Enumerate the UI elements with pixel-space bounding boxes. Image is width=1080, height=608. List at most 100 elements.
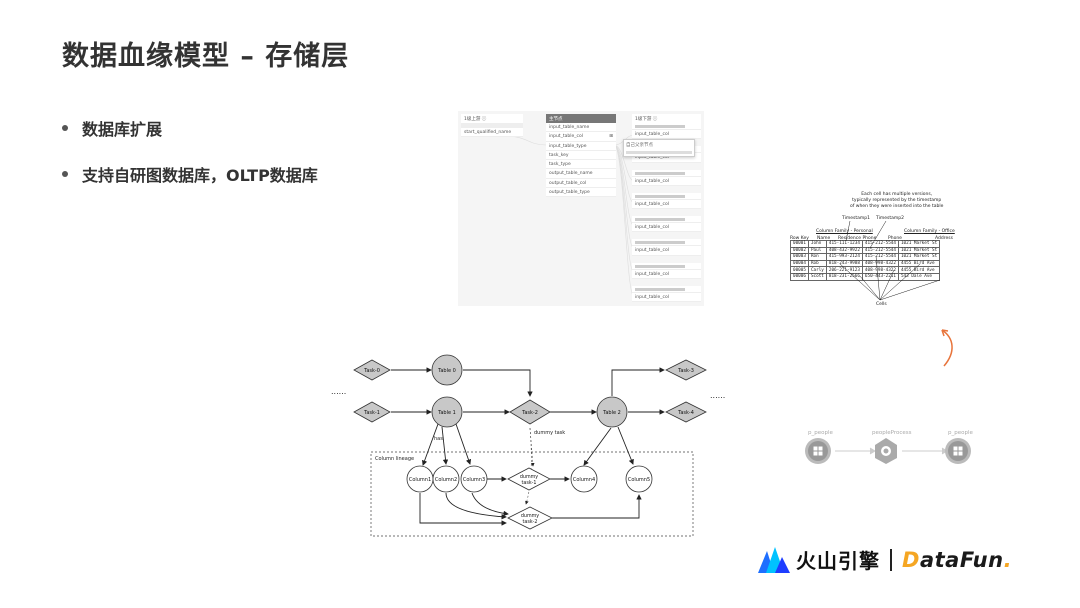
downstream-row[interactable]: input_table_col bbox=[632, 293, 701, 303]
hbase-data-model: Each cell has multiple versions, typical… bbox=[790, 190, 985, 310]
table-node[interactable] bbox=[431, 354, 463, 386]
task-node[interactable] bbox=[665, 359, 707, 381]
main-node-row[interactable]: input_table_col⊞ bbox=[546, 132, 616, 142]
footer-divider bbox=[890, 548, 892, 571]
column-label: Column3 bbox=[463, 477, 485, 483]
bullet-item: 支持自研图数据库，OLTP数据库 bbox=[62, 162, 318, 186]
upstream-column: 1级上游 ⓘ start_qualified_name bbox=[461, 114, 523, 138]
family2-label: Column Family - Office bbox=[904, 229, 955, 234]
table-node[interactable] bbox=[431, 396, 463, 428]
downstream-blur-row bbox=[632, 286, 701, 294]
downstream-row[interactable]: input_table_col bbox=[632, 269, 701, 280]
downstream-row[interactable]: input_table_col bbox=[632, 130, 701, 140]
task-node[interactable] bbox=[353, 401, 391, 423]
main-node-row[interactable]: output_table_col bbox=[546, 179, 616, 189]
downstream-blur-row bbox=[632, 216, 701, 224]
column-node[interactable] bbox=[625, 465, 653, 493]
downstream-blur-row bbox=[632, 169, 701, 177]
tooltip-text: 自己父亲节点 bbox=[626, 143, 653, 148]
main-node-row[interactable]: output_table_name bbox=[546, 169, 616, 179]
hbase-arrows bbox=[839, 220, 941, 301]
panel-connectors bbox=[503, 134, 635, 298]
task-label: Task-3 bbox=[677, 368, 694, 374]
cells-label: Cells bbox=[876, 302, 887, 307]
downstream-row[interactable]: input_table_col bbox=[632, 199, 701, 210]
datafun-dot: . bbox=[1003, 547, 1013, 572]
timestamp1-label: Timestamp1 bbox=[842, 216, 870, 221]
dummy-task-label: dummy task bbox=[534, 430, 565, 436]
graph-label: p_people bbox=[808, 430, 834, 436]
main-node-header: 主节点 bbox=[546, 114, 616, 123]
downstream-blur-row bbox=[632, 239, 701, 247]
footer-logos: 火山引擎 DataFun. bbox=[758, 545, 1012, 574]
bullet-text: 数据库扩展 bbox=[82, 120, 163, 139]
task-node[interactable] bbox=[665, 401, 707, 423]
main-node-row[interactable]: task_key bbox=[546, 151, 616, 161]
bullet-dot-icon bbox=[62, 171, 68, 177]
main-node-row[interactable]: output_table_type bbox=[546, 188, 616, 198]
task-label: Task-4 bbox=[677, 410, 694, 416]
volcengine-brand-text: 火山引擎 bbox=[796, 549, 880, 573]
copy-icon[interactable]: ⊞ bbox=[609, 134, 613, 140]
dummy-task-node[interactable] bbox=[507, 506, 553, 530]
task-label: Task-1 bbox=[363, 410, 380, 416]
volcengine-logo-icon bbox=[758, 546, 790, 573]
family1-label: Column Family - Personal bbox=[816, 229, 873, 234]
name-header: Name bbox=[817, 236, 831, 241]
table-label: Table 1 bbox=[437, 410, 456, 416]
downstream-blur-row bbox=[632, 123, 701, 130]
main-node-column: 主节点 input_table_name input_table_col⊞ in… bbox=[546, 114, 616, 198]
entity-node-icon[interactable] bbox=[945, 438, 971, 464]
hbase-cell: 543 Dale Ave bbox=[897, 272, 941, 281]
bullet-text: 支持自研图数据库，OLTP数据库 bbox=[82, 166, 318, 185]
column-node[interactable] bbox=[460, 465, 488, 493]
task-node[interactable] bbox=[353, 359, 391, 381]
upstream-row[interactable]: start_qualified_name bbox=[461, 128, 523, 138]
address-header: Address bbox=[935, 236, 953, 241]
rowkey-header: Row Key bbox=[790, 236, 809, 241]
datafun-rest: ataFun bbox=[919, 547, 1004, 572]
bullet-dot-icon bbox=[62, 125, 68, 131]
upstream-blur-row bbox=[461, 123, 523, 128]
page-title: 数据血缘模型 – 存储层 bbox=[62, 41, 350, 72]
has-label: has bbox=[434, 436, 443, 442]
main-node-row[interactable]: task_type bbox=[546, 160, 616, 170]
downstream-row[interactable]: input_table_col bbox=[632, 223, 701, 233]
datafun-d: D bbox=[902, 547, 920, 572]
entity-node-icon[interactable] bbox=[805, 438, 831, 464]
column-label: Column5 bbox=[628, 477, 650, 483]
downstream-header: 1级下游 ⓘ bbox=[632, 114, 701, 123]
phone-header: Phone bbox=[888, 236, 902, 241]
lineage-diagram: Column lineage has dummy task ...... ...… bbox=[331, 354, 725, 537]
downstream-row[interactable]: input_table_col bbox=[632, 176, 701, 186]
downstream-row[interactable]: input_table_col bbox=[632, 153, 701, 163]
column-node[interactable] bbox=[570, 465, 598, 493]
transition-arrow-icon bbox=[941, 329, 953, 367]
downstream-row[interactable]: input_table_col bbox=[632, 246, 701, 256]
downstream-blur-row bbox=[632, 192, 701, 200]
task-label: Task-0 bbox=[363, 368, 380, 374]
lineage-ui-panel: 1级上游 ⓘ start_qualified_name 主节点 input_ta… bbox=[458, 111, 704, 306]
column-lineage-label: Column lineage bbox=[375, 456, 414, 462]
bullet-list: 数据库扩展 支持自研图数据库，OLTP数据库 bbox=[62, 116, 318, 208]
tooltip-popup: 自己父亲节点 bbox=[623, 139, 695, 157]
main-node-row[interactable]: input_table_type bbox=[546, 142, 616, 151]
downstream-blur-row bbox=[632, 262, 701, 270]
left-dots: ...... bbox=[331, 387, 346, 396]
residence-header: Residence Phone bbox=[838, 236, 877, 241]
hbase-cell: 818-231-2566 bbox=[825, 272, 863, 281]
table-node[interactable] bbox=[596, 396, 628, 428]
task-node[interactable] bbox=[509, 399, 551, 425]
hbase-caption: Each cell has multiple versions, typical… bbox=[850, 192, 944, 209]
column-node[interactable] bbox=[432, 465, 460, 493]
dummy-task-node[interactable] bbox=[507, 467, 551, 491]
process-node-icon[interactable] bbox=[875, 438, 897, 464]
main-node-row[interactable]: input_table_name bbox=[546, 123, 616, 133]
column-lineage-box bbox=[370, 451, 694, 537]
column-label: Column2 bbox=[435, 477, 457, 483]
